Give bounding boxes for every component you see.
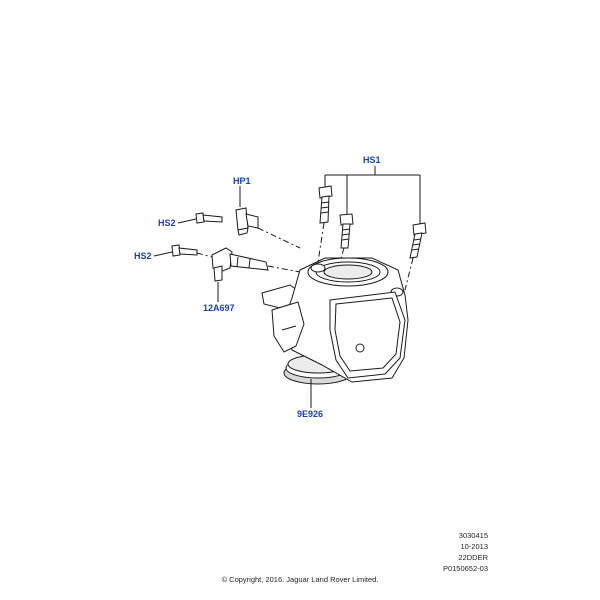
hs2-lower-screw [171, 244, 198, 257]
callout-hp1: HP1 [233, 176, 251, 186]
hs1-bolt-left [318, 185, 333, 224]
ref-date: 10-2013 [460, 542, 488, 551]
hs1-leader-lines [324, 166, 421, 224]
hp1-connector-part [235, 207, 259, 236]
hs2-upper-alignment [257, 227, 301, 249]
position-sensor-part [211, 247, 269, 282]
callout-hs2-lower: HS2 [134, 251, 152, 261]
drawing-id: P0150652-03 [442, 564, 488, 573]
throttle-body-part [261, 257, 409, 385]
callout-hs2-upper: HS2 [158, 218, 176, 228]
sensor-alignment [267, 265, 301, 273]
hs2-lower-leader [153, 251, 173, 257]
hs1-bolt-right [409, 222, 427, 259]
callout-hs1: HS1 [363, 155, 381, 165]
ref-number: 3030415 [458, 531, 488, 540]
callout-9e926: 9E926 [297, 409, 324, 419]
copyright-notice: © Copyright, 2016. Jaguar Land Rover Lim… [221, 575, 379, 584]
hs2-upper-screw [195, 212, 223, 224]
ref-code: 22DDER [458, 553, 488, 562]
callout-12a697: 12A697 [203, 303, 235, 313]
hs2-upper-leader [177, 218, 197, 224]
hs2-lower-alignment [196, 252, 213, 258]
hs1-bolt-middle [339, 213, 354, 249]
